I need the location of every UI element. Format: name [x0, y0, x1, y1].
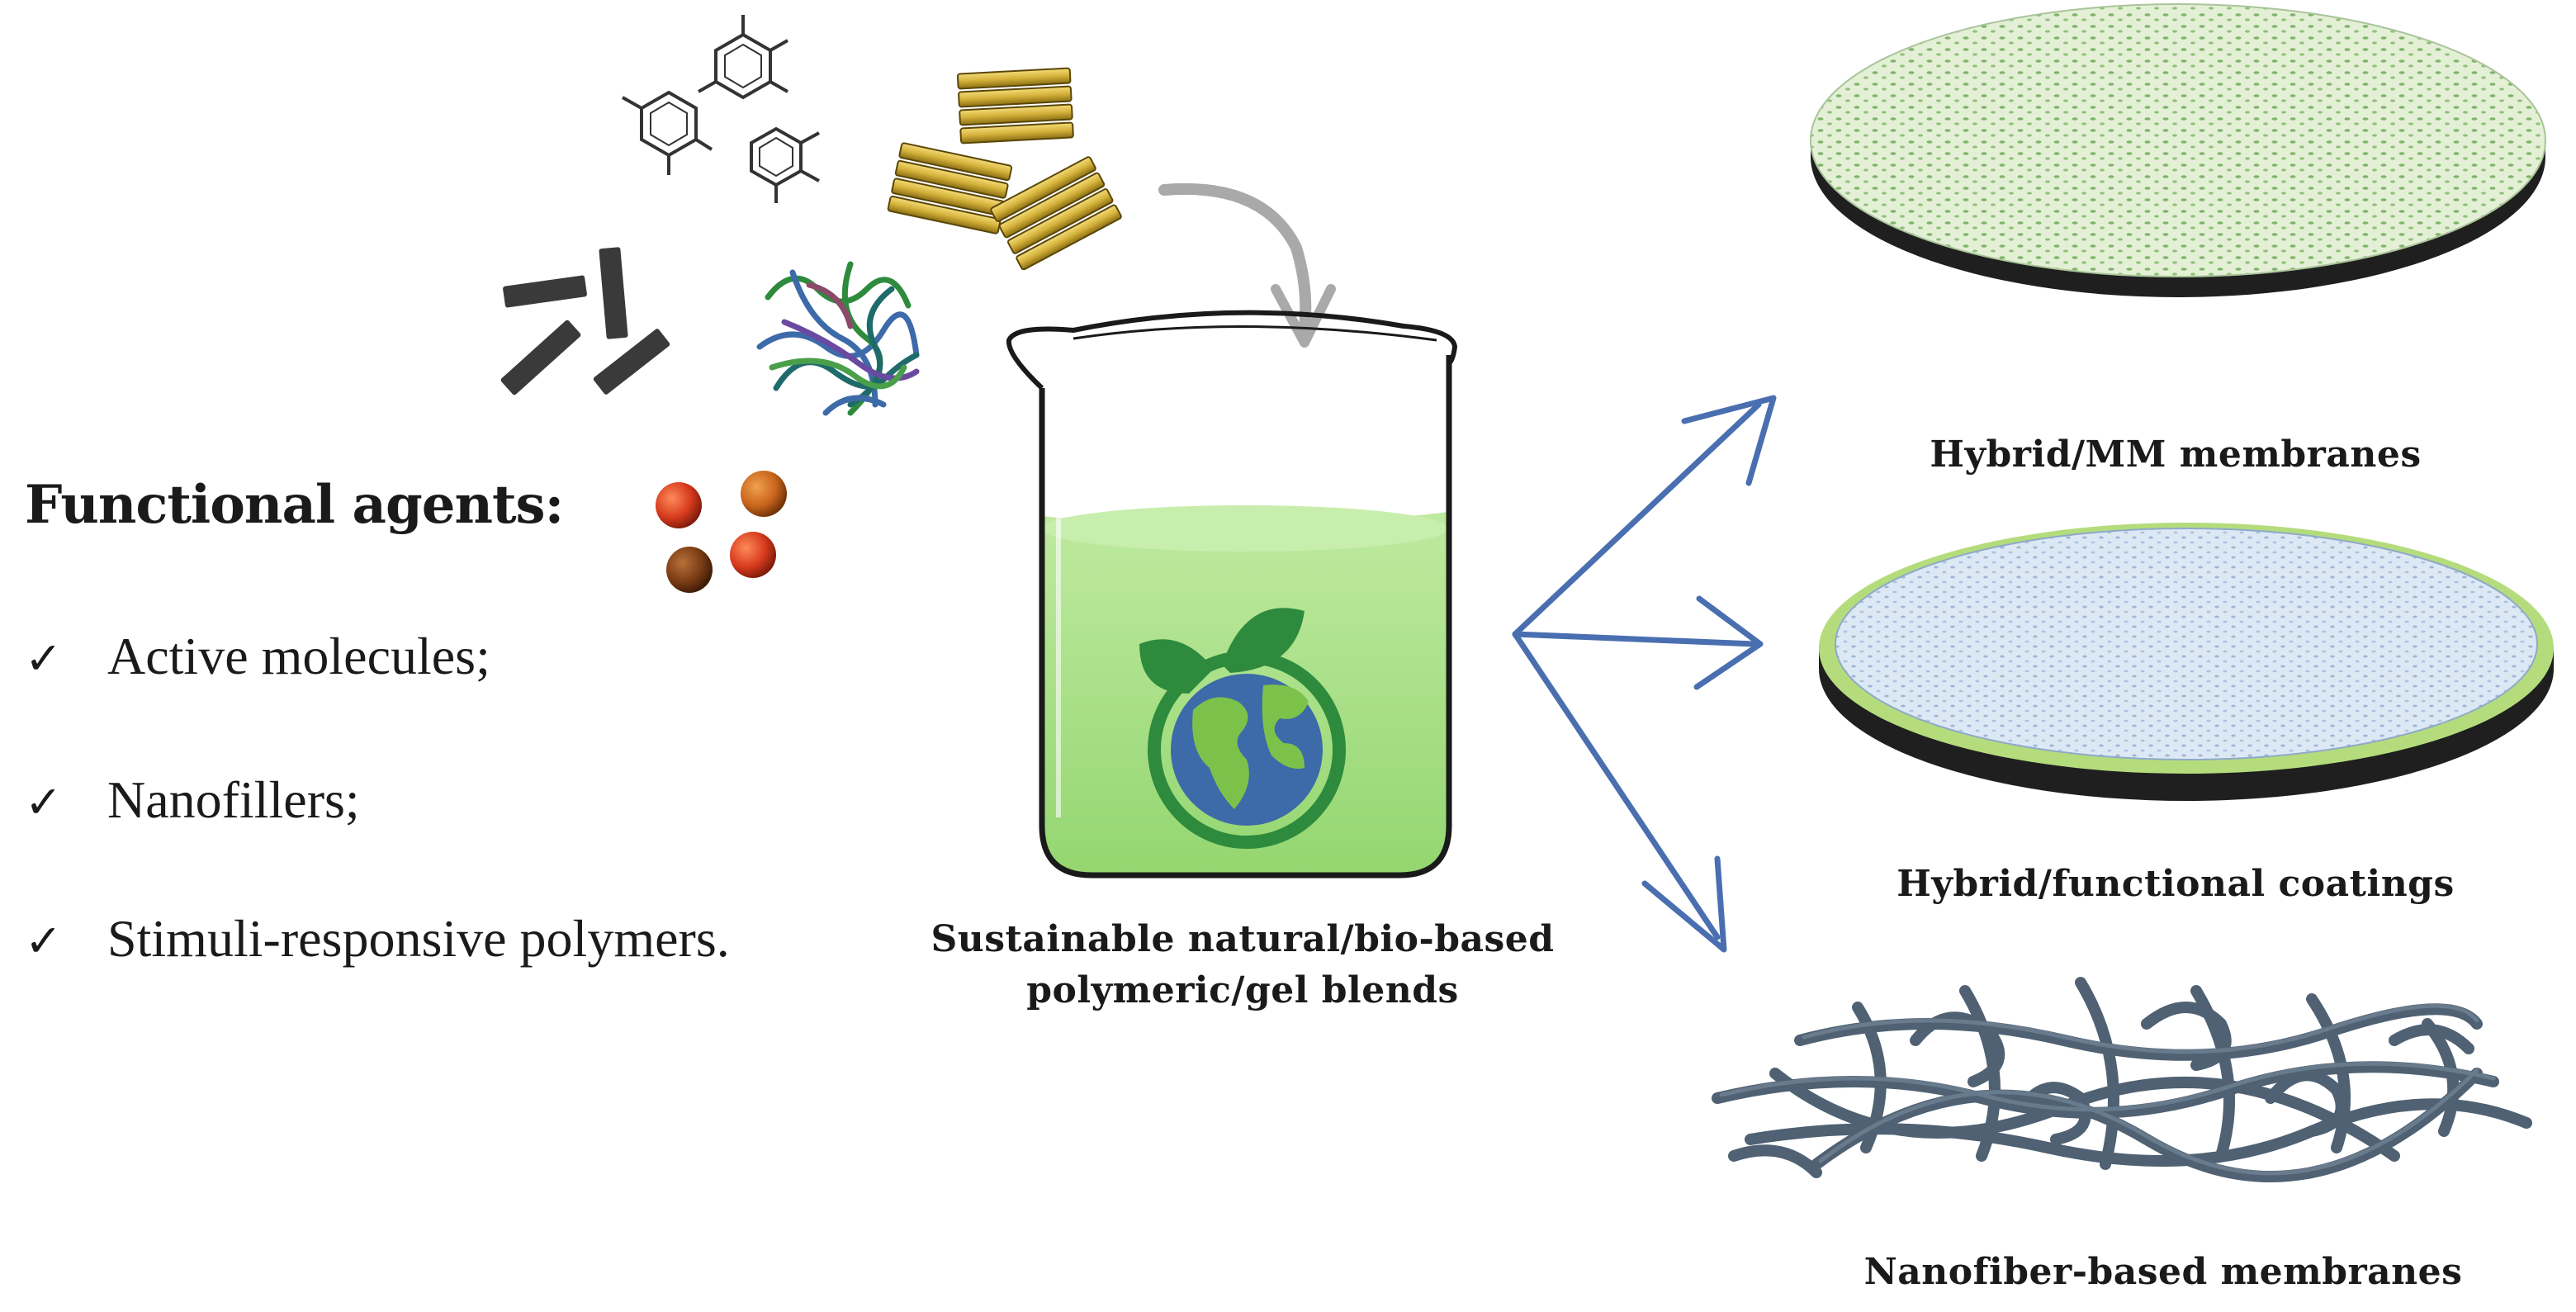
agent-item-nanofillers: ✓ Nanofillers;: [25, 770, 360, 831]
nanofiber-mat: [1712, 977, 2532, 1182]
carbon-nanorod-icon: [500, 247, 670, 395]
nanoparticle-icon: [656, 471, 787, 593]
beaker-caption-line2: polymeric/gel blends: [1026, 969, 1459, 1011]
hybrid-mm-membrane: [1810, 3, 2546, 297]
agent-item-stimuli-responsive: ✓ Stimuli-responsive polymers.: [25, 908, 730, 969]
gold-nanotube-icon: [887, 67, 1122, 271]
eco-globe-icon: [1139, 608, 1346, 849]
agent-item-label: Active molecules;: [107, 627, 490, 685]
agent-item-label: Stimuli-responsive polymers.: [107, 909, 730, 968]
agent-item-active-molecules: ✓ Active molecules;: [25, 626, 490, 687]
nanofiber-caption: Nanofiber-based membranes: [1863, 1251, 2463, 1293]
hybrid-coating-membrane: [1819, 523, 2554, 801]
benzene-molecule-icon: [622, 15, 820, 203]
beaker: [1006, 310, 1458, 879]
polymer-network-icon: [756, 261, 920, 416]
beaker-caption-line1: Sustainable natural/bio-based: [930, 918, 1555, 960]
agent-item-label: Nanofillers;: [107, 770, 360, 829]
check-icon: ✓: [25, 915, 63, 967]
functional-agents-heading: Functional agents:: [25, 474, 564, 536]
hybrid-mm-caption: Hybrid/MM membranes: [1930, 433, 2422, 476]
check-icon: ✓: [25, 632, 63, 684]
pour-arrow: [1158, 182, 1336, 348]
process-arrows: [1512, 395, 1777, 953]
check-icon: ✓: [25, 776, 63, 828]
hybrid-coatings-caption: Hybrid/functional coatings: [1896, 863, 2455, 905]
